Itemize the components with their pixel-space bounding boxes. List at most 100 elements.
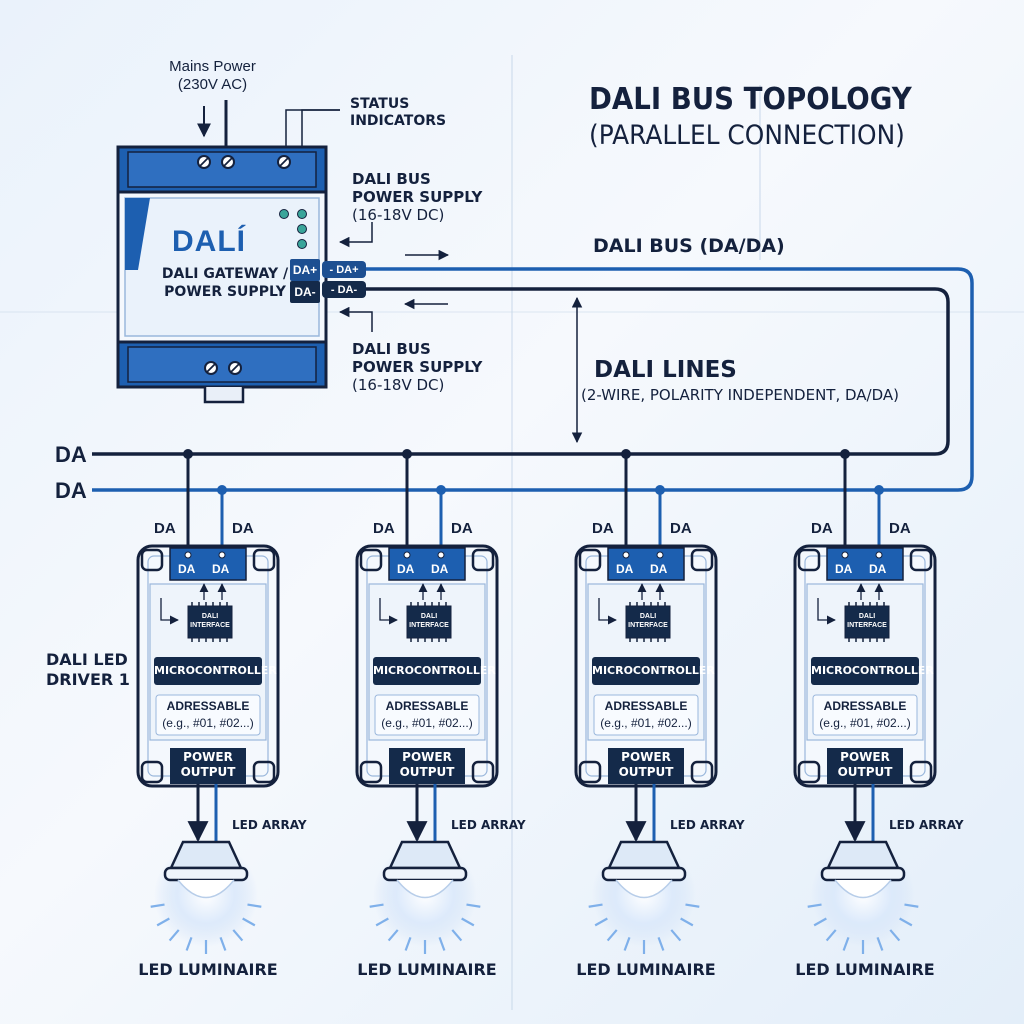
mains-label: Mains Power (230V AC) xyxy=(150,58,275,94)
mains-wire xyxy=(197,100,228,148)
bus-supply-bottom-line3: (16-18V DC) xyxy=(352,376,445,394)
led-luminaire-label: LED LUMINAIRE xyxy=(576,960,716,979)
driver-wire-right-label: DA xyxy=(889,520,911,537)
address-line2: (e.g., #01, #02...) xyxy=(600,716,692,730)
chip-line2: INTERFACE xyxy=(409,622,449,629)
bus-wires xyxy=(92,267,974,492)
driver-side-label-line2: DRIVER 1 xyxy=(46,670,130,689)
bus-wire-lower-label: DA xyxy=(55,478,87,503)
microcontroller-label: MICROCONTROLLER xyxy=(592,664,715,677)
driver-terminal-left: DA xyxy=(397,562,415,576)
driver-wire-right-label: DA xyxy=(451,520,473,537)
microcontroller-label: MICROCONTROLLER xyxy=(811,664,934,677)
diagram-title: DALI BUS TOPOLOGY xyxy=(589,82,912,117)
address-line2: (e.g., #01, #02...) xyxy=(381,716,473,730)
bus-supply-top-line1: DALI BUS xyxy=(352,170,431,188)
power-line2: OUTPUT xyxy=(837,765,893,779)
driver-1 xyxy=(136,449,280,954)
bus-supply-bottom-line1: DALI BUS xyxy=(352,340,431,358)
chip-line1: DALI xyxy=(420,613,438,620)
gateway-terminal-plus: - DA+ xyxy=(322,261,366,278)
led-luminaire-label: LED LUMINAIRE xyxy=(795,960,935,979)
address-label: ADRESSABLE (e.g., #01, #02...) xyxy=(813,698,917,732)
driver-3 xyxy=(574,449,718,954)
driver-terminal-right: DA xyxy=(869,562,887,576)
led-array-label: LED ARRAY xyxy=(670,818,745,832)
dali-interface-chip: DALI INTERFACE xyxy=(407,612,451,630)
mains-label-line2: (230V AC) xyxy=(177,76,248,93)
address-label: ADRESSABLE (e.g., #01, #02...) xyxy=(594,698,698,732)
diagram-subtitle: (PARALLEL CONNECTION) xyxy=(589,120,905,151)
dali-interface-chip: DALI INTERFACE xyxy=(845,612,889,630)
led-luminaire-label: LED LUMINAIRE xyxy=(357,960,497,979)
dali-logo: DALÍ xyxy=(172,225,246,258)
bus-supply-top-line3: (16-18V DC) xyxy=(352,206,445,224)
driver-terminal-left: DA xyxy=(835,562,853,576)
status-indicators-label: STATUS INDICATORS xyxy=(350,96,446,130)
driver-wire-left-label: DA xyxy=(811,520,833,537)
gateway-name-line1: DALI GATEWAY / xyxy=(161,266,289,282)
driver-terminal-left: DA xyxy=(616,562,634,576)
gateway-port-plus: DA+ xyxy=(290,259,320,281)
driver-side-label: DALI LED DRIVER 1 xyxy=(46,650,130,690)
microcontroller-label: MICROCONTROLLER xyxy=(154,664,277,677)
chip-line1: DALI xyxy=(201,613,219,620)
driver-side-label-line1: DALI LED xyxy=(46,650,128,669)
power-line1: POWER xyxy=(402,750,452,764)
status-label-line2: INDICATORS xyxy=(350,113,447,129)
address-line2: (e.g., #01, #02...) xyxy=(819,716,911,730)
led-array-label: LED ARRAY xyxy=(889,818,964,832)
bus-supply-top-line2: POWER SUPPLY xyxy=(352,188,483,206)
chip-line1: DALI xyxy=(858,613,876,620)
bus-supply-bottom-label: DALI BUS POWER SUPPLY (16-18V DC) xyxy=(352,340,482,394)
power-line2: OUTPUT xyxy=(399,765,455,779)
mains-label-line1: Mains Power xyxy=(169,58,256,75)
led-array-label: LED ARRAY xyxy=(232,818,307,832)
driver-terminal-right: DA xyxy=(650,562,668,576)
bus-wire-upper-label: DA xyxy=(55,442,87,467)
drivers-layer xyxy=(136,449,937,954)
gateway-terminal-minus: - DA- xyxy=(322,281,366,298)
address-label: ADRESSABLE (e.g., #01, #02...) xyxy=(156,698,260,732)
driver-wire-right-label: DA xyxy=(232,520,254,537)
driver-wire-left-label: DA xyxy=(592,520,614,537)
dali-interface-chip: DALI INTERFACE xyxy=(626,612,670,630)
driver-terminal-left: DA xyxy=(178,562,196,576)
led-array-label: LED ARRAY xyxy=(451,818,526,832)
driver-wire-left-label: DA xyxy=(373,520,395,537)
address-line1: ADRESSABLE xyxy=(604,699,688,713)
dali-bus-label: DALI BUS (DA/DA) xyxy=(593,235,785,257)
power-line1: POWER xyxy=(183,750,233,764)
gateway-name-line2: POWER SUPPLY xyxy=(164,284,286,300)
chip-line1: DALI xyxy=(639,613,657,620)
driver-terminal-right: DA xyxy=(431,562,449,576)
bus-supply-bottom-line2: POWER SUPPLY xyxy=(352,358,483,376)
power-line2: OUTPUT xyxy=(618,765,674,779)
address-line1: ADRESSABLE xyxy=(823,699,907,713)
address-line1: ADRESSABLE xyxy=(385,699,469,713)
gateway-port-minus: DA- xyxy=(290,281,320,303)
status-label-line1: STATUS xyxy=(350,96,410,112)
microcontroller-label: MICROCONTROLLER xyxy=(373,664,496,677)
driver-wire-right-label: DA xyxy=(670,520,692,537)
address-label: ADRESSABLE (e.g., #01, #02...) xyxy=(375,698,479,732)
gateway-name: DALI GATEWAY / POWER SUPPLY xyxy=(150,265,300,301)
chip-line2: INTERFACE xyxy=(628,622,668,629)
dali-lines-subtitle: (2-WIRE, POLARITY INDEPENDENT, DA/DA) xyxy=(581,386,900,404)
dali-lines-title: DALI LINES xyxy=(594,357,737,383)
address-line2: (e.g., #01, #02...) xyxy=(162,716,254,730)
power-line1: POWER xyxy=(621,750,671,764)
chip-line2: INTERFACE xyxy=(847,622,887,629)
power-line2: OUTPUT xyxy=(180,765,236,779)
led-luminaire-label: LED LUMINAIRE xyxy=(138,960,278,979)
driver-terminal-right: DA xyxy=(212,562,230,576)
power-line1: POWER xyxy=(840,750,890,764)
address-line1: ADRESSABLE xyxy=(166,699,250,713)
driver-2 xyxy=(355,449,499,954)
driver-wire-left-label: DA xyxy=(154,520,176,537)
